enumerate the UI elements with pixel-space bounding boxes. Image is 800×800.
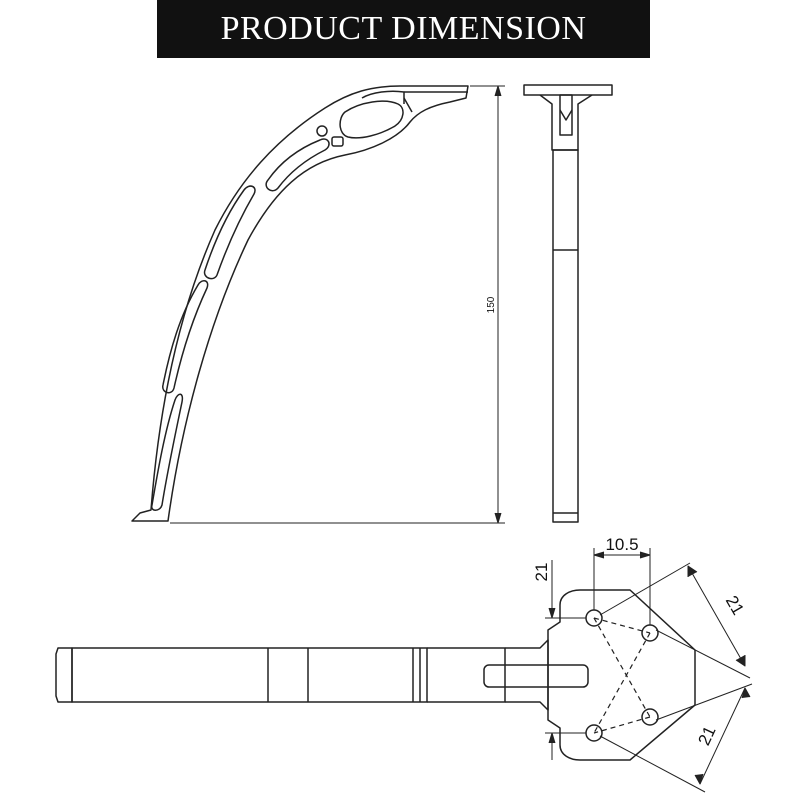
mounting-holes <box>585 609 659 742</box>
dim-label-top: 10.5 <box>605 535 638 554</box>
hole-pattern-lines <box>593 617 651 734</box>
side-view-leg <box>131 85 469 522</box>
hole-3 <box>641 708 659 726</box>
dim-label-height: 150 <box>486 296 497 313</box>
dim-21-lower <box>599 683 753 793</box>
top-view-leg <box>55 589 696 761</box>
dim-21-upper <box>599 562 751 679</box>
dim-label-diag-upper: 21 <box>722 592 748 618</box>
dim-label-diag-lower: 21 <box>694 723 719 748</box>
page-title: PRODUCT DIMENSION <box>157 0 650 58</box>
mounting-plate <box>547 589 696 761</box>
dim-label-left: 21 <box>532 563 551 582</box>
dim-21-left <box>545 560 586 760</box>
height-dimension <box>170 85 505 524</box>
front-view-leg <box>523 84 613 523</box>
